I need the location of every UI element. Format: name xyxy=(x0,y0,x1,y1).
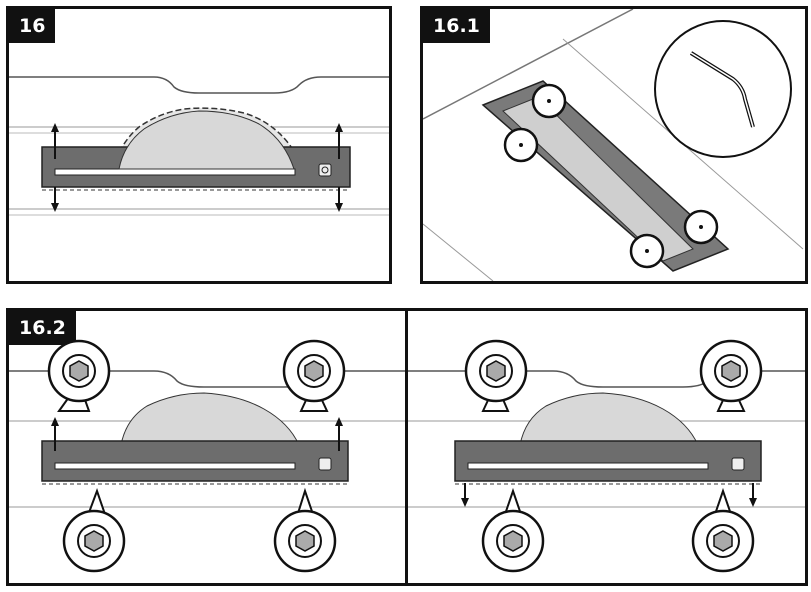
illustration-tighten-screws xyxy=(9,311,405,583)
screw-callout-bottom-right xyxy=(693,491,753,571)
screw-callout-bottom-left xyxy=(64,491,124,571)
illustration-insert-screws-top-view xyxy=(423,9,805,281)
screw-callout-top-left xyxy=(49,341,109,411)
screw-callout-top-right xyxy=(701,341,761,411)
figure-16-2-continued xyxy=(405,308,808,586)
figure-16-2: 16.2 xyxy=(6,308,408,586)
screw-callout-bottom-right xyxy=(275,491,335,571)
screw-callout-bottom-left xyxy=(483,491,543,571)
illustration-loosen-screws xyxy=(408,311,805,583)
screw-callout-top-right xyxy=(284,341,344,411)
figure-16-1: 16.1 xyxy=(420,6,808,284)
figure-16: 16 xyxy=(6,6,392,284)
screw-callout-top-left xyxy=(466,341,526,411)
illustration-insert-plate xyxy=(9,9,389,281)
